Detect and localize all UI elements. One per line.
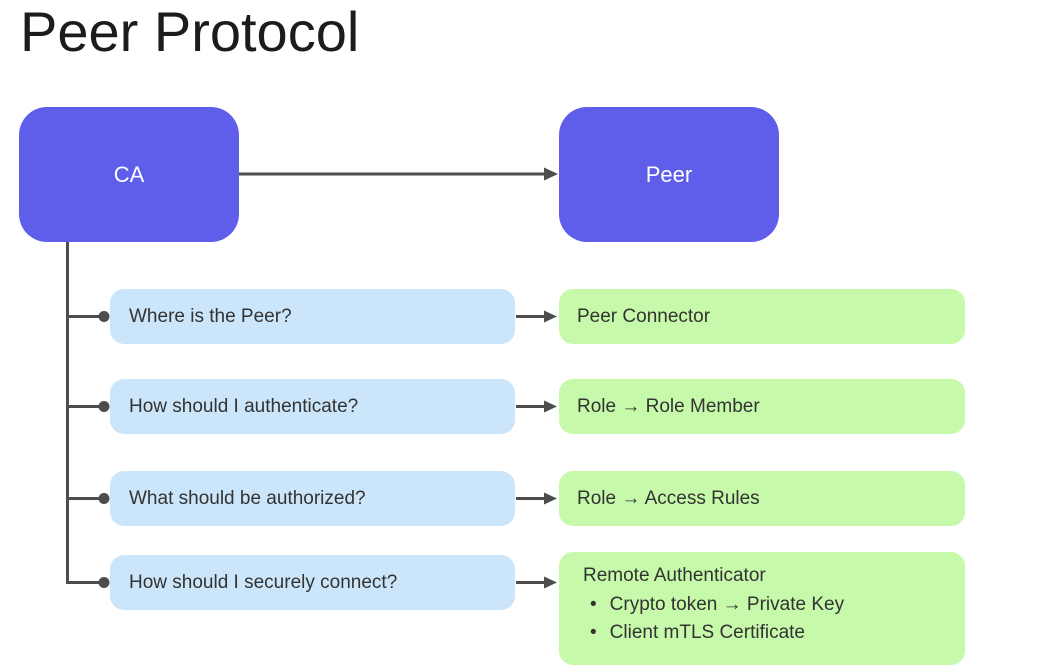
question-label: Where is the Peer?	[129, 305, 292, 327]
node-ca-label: CA	[113, 161, 145, 187]
row-arrowhead-icon	[544, 576, 557, 589]
answer-title: Remote Authenticator	[583, 565, 766, 586]
answer-box-remote-authenticator: Remote Authenticator Crypto token → Priv…	[559, 552, 965, 665]
ca-peer-arrowhead-icon	[544, 167, 558, 181]
page-title: Peer Protocol	[20, 0, 360, 63]
branch-dot-icon	[98, 577, 110, 588]
question-label: How should I authenticate?	[129, 395, 359, 417]
question-box-where-is-peer: Where is the Peer?	[110, 289, 515, 344]
question-label: How should I securely connect?	[129, 571, 398, 593]
question-label: What should be authorized?	[129, 487, 366, 509]
branch-dot-icon	[98, 493, 110, 504]
row-arrowhead-icon	[544, 492, 557, 505]
row-arrowhead-icon	[544, 400, 557, 413]
branch-dot-icon	[98, 401, 110, 412]
row-arrowhead-icon	[544, 310, 557, 323]
answer-bullet-item: Client mTLS Certificate	[590, 619, 949, 647]
question-box-securely-connect: How should I securely connect?	[110, 555, 515, 610]
answer-box-access-rules: Role → Access Rules	[559, 471, 965, 526]
node-peer: Peer	[559, 107, 779, 242]
answer-box-role-member: Role → Role Member	[559, 379, 965, 434]
question-box-authenticate: How should I authenticate?	[110, 379, 515, 434]
question-box-authorized: What should be authorized?	[110, 471, 515, 526]
branch-dot-icon	[98, 311, 110, 322]
answer-label: Role → Role Member	[577, 395, 760, 417]
node-ca: CA	[19, 107, 239, 242]
answer-box-peer-connector: Peer Connector	[559, 289, 965, 344]
answer-label: Peer Connector	[577, 305, 711, 327]
answer-bullet-item: Crypto token → Private Key	[590, 591, 949, 619]
node-peer-label: Peer	[645, 161, 693, 187]
answer-bullet-list: Crypto token → Private Key Client mTLS C…	[583, 591, 949, 647]
answer-label: Role → Access Rules	[577, 487, 760, 509]
